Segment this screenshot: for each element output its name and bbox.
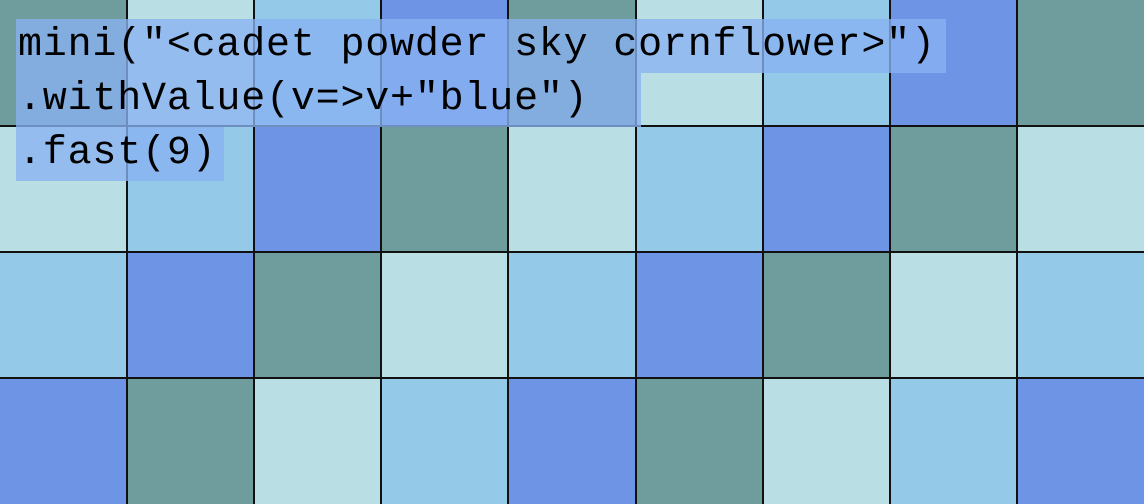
code-line-3-text[interactable]: .fast(9) xyxy=(16,127,225,181)
code-line-2[interactable]: .withValue(v=>v+"blue") xyxy=(16,73,946,127)
grid-cell-powderblue xyxy=(889,252,1018,379)
grid-cell-cadetblue xyxy=(889,126,1018,253)
grid-cell-skyblue xyxy=(0,252,129,379)
grid-cell-cornflowerblue xyxy=(1016,378,1144,504)
grid-cell-powderblue xyxy=(254,378,383,504)
grid-cell-skyblue xyxy=(635,126,764,253)
code-line-1[interactable]: mini("<cadet powder sky cornflower>") xyxy=(16,19,946,73)
grid-cell-cadetblue xyxy=(381,126,510,253)
code-editor[interactable]: mini("<cadet powder sky cornflower>").wi… xyxy=(16,19,946,181)
grid-cell-cornflowerblue xyxy=(762,126,891,253)
grid-cell-cadetblue xyxy=(127,378,256,504)
grid-cell-cadetblue xyxy=(635,378,764,504)
grid-cell-cadetblue xyxy=(762,252,891,379)
grid-cell-cornflowerblue xyxy=(635,252,764,379)
grid-cell-cornflowerblue xyxy=(254,126,383,253)
grid-cell-cadetblue xyxy=(254,252,383,379)
grid-cell-skyblue xyxy=(381,378,510,504)
grid-cell-powderblue xyxy=(1016,126,1144,253)
code-line-3[interactable]: .fast(9) xyxy=(16,127,946,181)
grid-divider-horizontal xyxy=(0,251,1144,253)
grid-cell-cadetblue xyxy=(1016,0,1144,127)
grid-divider-horizontal xyxy=(0,377,1144,379)
grid-cell-cornflowerblue xyxy=(127,252,256,379)
code-line-1-text[interactable]: mini("<cadet powder sky cornflower>") xyxy=(16,19,946,73)
grid-cell-powderblue xyxy=(762,378,891,504)
grid-cell-cornflowerblue xyxy=(508,378,637,504)
grid-cell-skyblue xyxy=(1016,252,1144,379)
grid-cell-powderblue xyxy=(508,126,637,253)
grid-cell-skyblue xyxy=(889,378,1018,504)
grid-cell-powderblue xyxy=(381,252,510,379)
code-line-2-text[interactable]: .withValue(v=>v+"blue") xyxy=(16,73,641,127)
grid-cell-cornflowerblue xyxy=(0,378,129,504)
grid-cell-skyblue xyxy=(508,252,637,379)
